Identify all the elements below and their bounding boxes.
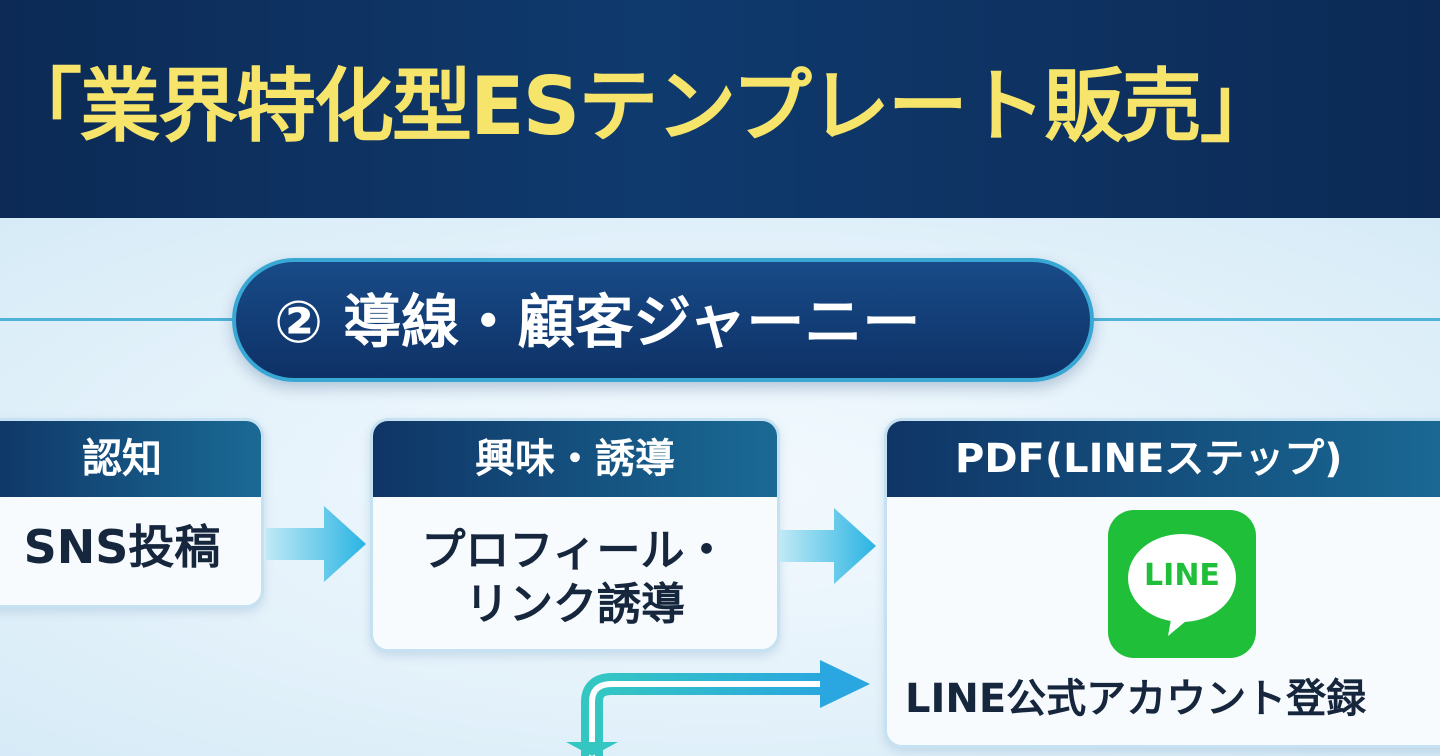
page-title: 「業界特化型ESテンプレート販売」: [2, 60, 1280, 153]
step-card-header: 認知: [0, 421, 261, 497]
line-app-icon: LINE: [1108, 510, 1256, 658]
step-card-body-line1: プロフィール・: [421, 525, 729, 576]
header-banner: 「業界特化型ESテンプレート販売」: [0, 0, 1440, 218]
step-card-header: 興味・誘導: [373, 421, 777, 497]
section-header-pill: [232, 258, 1094, 382]
step-card-header: PDF(LINEステップ): [887, 421, 1440, 497]
step-card-body-line2: リンク誘導: [465, 579, 685, 630]
section-divider-left: [0, 318, 236, 321]
step-card-body: SNS投稿: [23, 520, 221, 574]
flow-arrow-right-icon: [780, 508, 876, 584]
line-logo-text: LINE: [1144, 558, 1220, 593]
speech-bubble-icon: [1128, 534, 1236, 636]
flow-arrow-right-icon: [266, 506, 366, 582]
step-card-interest: 興味・誘導 プロフィール・ リンク誘導: [370, 418, 780, 652]
section-divider-right: [1090, 318, 1440, 321]
step-card-awareness: 認知 SNS投稿: [0, 418, 264, 608]
step-card-body: LINE公式アカウント登録: [905, 676, 1367, 722]
section-title: ② 導線・顧客ジャーニー: [274, 288, 921, 356]
loop-arrow-icon: [566, 660, 870, 756]
